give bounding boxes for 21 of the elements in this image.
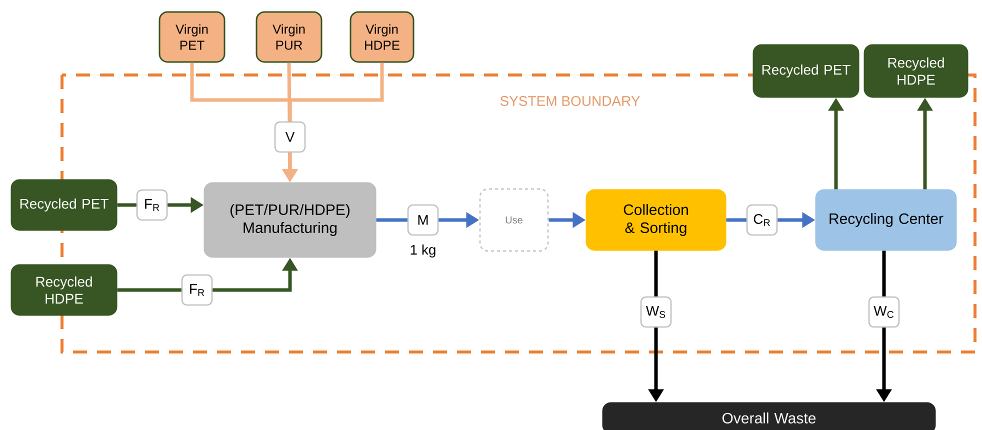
quantity-label: 1 kg [410,244,436,258]
boundary-label: SYSTEM BOUNDARY [500,96,640,106]
input-box: Recycled PET [10,179,118,231]
process-box: (PET/PUR/HDPE) Manufacturing [204,182,376,258]
material-box: Virgin HDPE [350,11,414,63]
material-box: Virgin PET [158,11,226,63]
flow-label: C$_{R}$ [746,204,778,236]
product-box: Recycled PET [752,44,860,98]
waste-box: Overall Waste [602,402,936,430]
flow-label: F$_{R}$ [181,274,213,306]
input-box: Recycled HDPE [10,264,118,316]
flow-label: F$_{R}$ [136,189,168,221]
process-box: Use [479,188,549,252]
flow-label: M [407,204,439,236]
process-box: Recycling Center [815,189,957,251]
material-box: Virgin PUR [256,11,322,63]
process-box: Collection & Sorting [586,189,726,251]
flow-label: W$_{C}$ [868,296,900,328]
flow-label: V [274,121,306,153]
flow-label: W$_{S}$ [640,296,672,328]
product-box: Recycled HDPE [864,44,968,98]
